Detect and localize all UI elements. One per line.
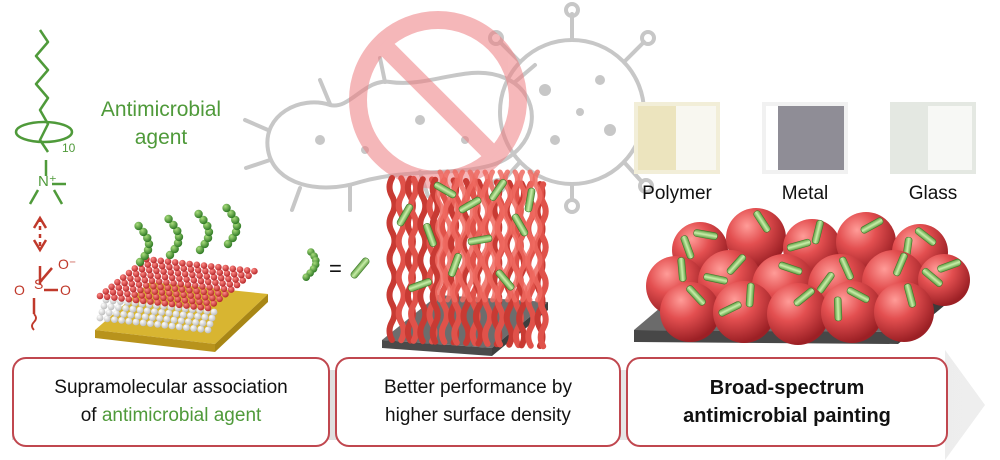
ammonium-chain-structure	[14, 29, 74, 205]
anion-label: O⁻	[58, 256, 77, 272]
caption-left-line1: Supramolecular association	[54, 377, 288, 398]
bilayer-slab	[95, 203, 268, 352]
caption-middle-line1: Better performance by	[384, 377, 572, 398]
oxygen-label-right: O	[60, 282, 71, 298]
caption-performance: Better performance by higher surface den…	[335, 357, 621, 447]
sulfur-label: S	[34, 276, 44, 292]
painted-surface	[634, 208, 970, 345]
material-swatches	[634, 102, 976, 174]
material-label-metal: Metal	[781, 183, 829, 204]
caption-middle-line2: higher surface density	[385, 405, 571, 426]
material-label-polymer: Polymer	[642, 183, 712, 204]
equals-sign: =	[329, 256, 342, 281]
caption-supramolecular: Supramolecular association of antimicrob…	[12, 357, 330, 447]
caption-right-line2: antimicrobial painting	[683, 405, 891, 427]
prohibition-icon	[349, 11, 527, 189]
rod-icon	[349, 256, 371, 280]
ammonium-label: N⁺	[38, 173, 57, 190]
caption-painting: Broad-spectrum antimicrobial painting	[626, 357, 948, 447]
caption-left-highlight: antimicrobial agent	[101, 405, 262, 426]
caption-right-line1: Broad-spectrum	[709, 377, 865, 399]
fiber-forest	[382, 169, 549, 356]
sulfonate-structure	[31, 215, 58, 331]
agent-cluster-icon	[302, 248, 320, 282]
caption-left-prefix: of	[80, 405, 102, 426]
oxygen-label-left: O	[14, 282, 25, 298]
agent-label-line1: Antimicrobial	[100, 98, 222, 121]
caption-left-line2: of antimicrobial agent	[81, 402, 262, 430]
chain-subscript: 10	[62, 141, 76, 155]
agent-label: Antimicrobial agent	[86, 96, 236, 152]
agent-label-line2: agent	[134, 126, 188, 149]
material-label-glass: Glass	[908, 183, 958, 204]
